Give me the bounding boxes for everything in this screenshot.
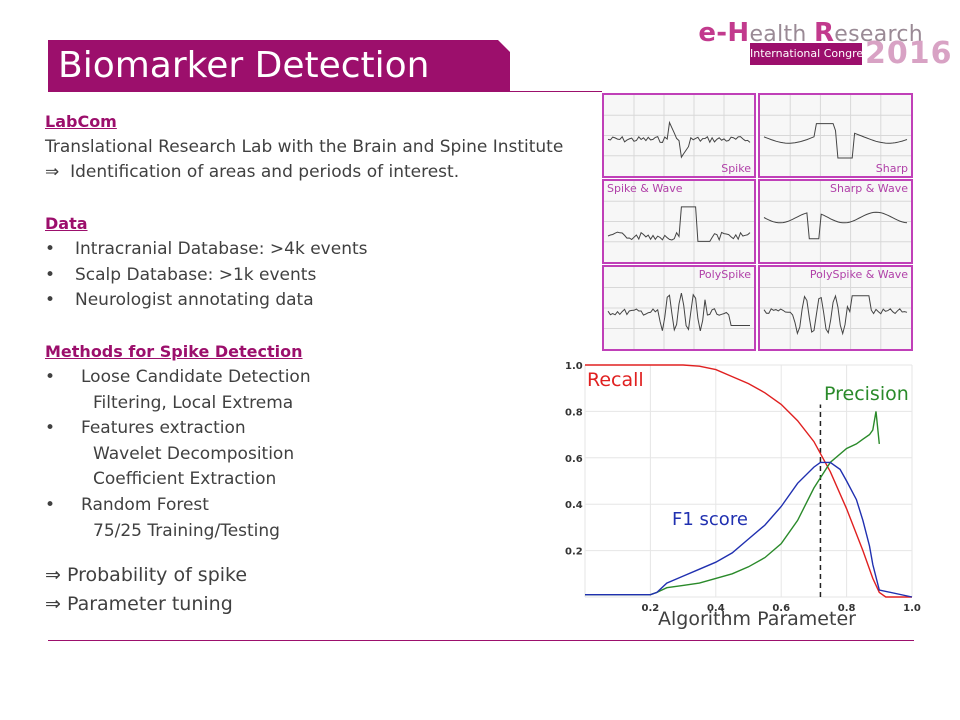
conclusion-row: ⇒ Parameter tuning bbox=[45, 593, 233, 615]
eeg-panel: Sharp bbox=[758, 93, 913, 178]
y-tick-label: 0.6 bbox=[565, 454, 583, 465]
arrow-icon: ⇒ bbox=[45, 593, 61, 615]
y-tick-label: 0.2 bbox=[565, 547, 583, 558]
eeg-trace-svg bbox=[760, 95, 911, 176]
logo-prefix: e- bbox=[698, 18, 728, 48]
eeg-panel-label: Sharp bbox=[875, 162, 908, 175]
x-axis-label: Algorithm Parameter bbox=[658, 608, 856, 630]
eeg-trace-svg bbox=[604, 267, 754, 349]
series-line-precision bbox=[585, 411, 880, 596]
x-tick-label: 0.6 bbox=[772, 603, 790, 614]
series-line-recall bbox=[585, 364, 912, 598]
eeg-trace-svg bbox=[604, 181, 754, 262]
y-tick-label: 0.8 bbox=[565, 407, 583, 418]
labcom-line2-row: ⇒ Identification of areas and periods of… bbox=[45, 162, 459, 182]
conclusion-row: ⇒ Probability of spike bbox=[45, 564, 247, 586]
labcom-line2: Identification of areas and periods of i… bbox=[70, 162, 460, 182]
legend-recall: Recall bbox=[587, 369, 644, 391]
method-label: Loose Candidate Detection bbox=[81, 367, 311, 387]
page-title: Biomarker Detection bbox=[58, 45, 430, 86]
method-item: • Loose Candidate Detection bbox=[45, 367, 311, 387]
eeg-panel: Spike & Wave bbox=[602, 179, 756, 264]
congress-logo: e-Health Research International Congress… bbox=[698, 12, 951, 72]
arrow-icon: ⇒ bbox=[45, 564, 61, 586]
method-item: • Random Forest bbox=[45, 495, 209, 515]
logo-subtitle: International Congress bbox=[750, 43, 875, 65]
method-sub: Coefficient Extraction bbox=[93, 469, 277, 489]
logo-year: 2016 bbox=[865, 36, 953, 71]
eeg-panel-label: PolySpike & Wave bbox=[809, 268, 908, 281]
arrow-icon: ⇒ bbox=[45, 162, 60, 182]
chart-svg: 1.0 0.8 0.6 0.4 0.2 0.2 0.4 0.6 0.8 1.0 bbox=[565, 361, 921, 614]
eeg-trace bbox=[607, 292, 750, 332]
eeg-panel: Sharp & Wave bbox=[758, 179, 913, 264]
bullet-icon: • bbox=[45, 265, 56, 285]
logo-brand: e-Health Research bbox=[698, 18, 923, 48]
eeg-panel-label: Sharp & Wave bbox=[830, 182, 908, 195]
logo-mid: ealth bbox=[749, 22, 814, 47]
performance-chart: 1.0 0.8 0.6 0.4 0.2 0.2 0.4 0.6 0.8 1.0 Recall Pr… bbox=[560, 355, 930, 635]
data-item: • Intracranial Database: >4k events bbox=[45, 239, 368, 259]
x-tick-label: 0.4 bbox=[707, 603, 725, 614]
labcom-line1: Translational Research Lab with the Brai… bbox=[45, 137, 564, 157]
eeg-trace-svg bbox=[760, 267, 911, 349]
bullet-icon: • bbox=[45, 495, 56, 515]
logo-cap2: R bbox=[813, 18, 835, 48]
method-item: • Features extraction bbox=[45, 418, 246, 438]
y-tick-label: 1.0 bbox=[565, 361, 583, 372]
data-item-label: Neurologist annotating data bbox=[75, 290, 314, 310]
title-notch bbox=[498, 40, 510, 52]
eeg-panel: Spike bbox=[602, 93, 756, 178]
eeg-panel-label: Spike & Wave bbox=[607, 182, 683, 195]
eeg-panel-label: PolySpike bbox=[698, 268, 751, 281]
legend-f1: F1 score bbox=[672, 509, 748, 530]
x-tick-label: 0.2 bbox=[642, 603, 660, 614]
series-line-f1-score bbox=[585, 461, 913, 598]
method-sub: Wavelet Decomposition bbox=[93, 444, 295, 464]
eeg-panel: PolySpike & Wave bbox=[758, 265, 913, 351]
eeg-panel: PolySpike bbox=[602, 265, 756, 351]
eeg-panel-label: Spike bbox=[721, 162, 751, 175]
labcom-heading: LabCom bbox=[45, 112, 117, 131]
data-heading: Data bbox=[45, 214, 88, 233]
data-item-label: Intracranial Database: >4k events bbox=[75, 239, 368, 259]
eeg-trace-svg bbox=[760, 181, 911, 262]
method-sub: Filtering, Local Extrema bbox=[93, 393, 294, 413]
plot-area bbox=[585, 365, 912, 597]
x-tick-label: 1.0 bbox=[903, 603, 921, 614]
data-item-label: Scalp Database: >1k events bbox=[75, 265, 317, 285]
conclusion-text: Parameter tuning bbox=[66, 593, 233, 615]
x-tick-label: 0.8 bbox=[838, 603, 856, 614]
legend-precision: Precision bbox=[824, 383, 909, 405]
footer-rule bbox=[48, 640, 914, 641]
title-bar: Biomarker Detection bbox=[48, 40, 510, 92]
bullet-icon: • bbox=[45, 239, 56, 259]
eeg-trace bbox=[763, 123, 908, 159]
data-item: • Neurologist annotating data bbox=[45, 290, 314, 310]
y-tick-label: 0.4 bbox=[565, 500, 583, 511]
eeg-trace bbox=[763, 294, 908, 336]
eeg-trace bbox=[607, 120, 751, 159]
data-item: • Scalp Database: >1k events bbox=[45, 265, 316, 285]
eeg-trace bbox=[763, 211, 908, 240]
bullet-icon: • bbox=[45, 290, 56, 310]
bullet-icon: • bbox=[45, 418, 56, 438]
logo-end: esearch bbox=[834, 22, 923, 47]
conclusion-text: Probability of spike bbox=[66, 564, 248, 586]
methods-heading: Methods for Spike Detection bbox=[45, 342, 303, 361]
method-label: Random Forest bbox=[81, 495, 209, 515]
eeg-trace bbox=[607, 206, 751, 242]
eeg-trace-svg bbox=[604, 95, 754, 176]
title-rule bbox=[510, 91, 602, 92]
logo-cap1: H bbox=[727, 18, 750, 48]
method-sub: 75/25 Training/Testing bbox=[93, 521, 280, 541]
bullet-icon: • bbox=[45, 367, 56, 387]
method-label: Features extraction bbox=[81, 418, 246, 438]
